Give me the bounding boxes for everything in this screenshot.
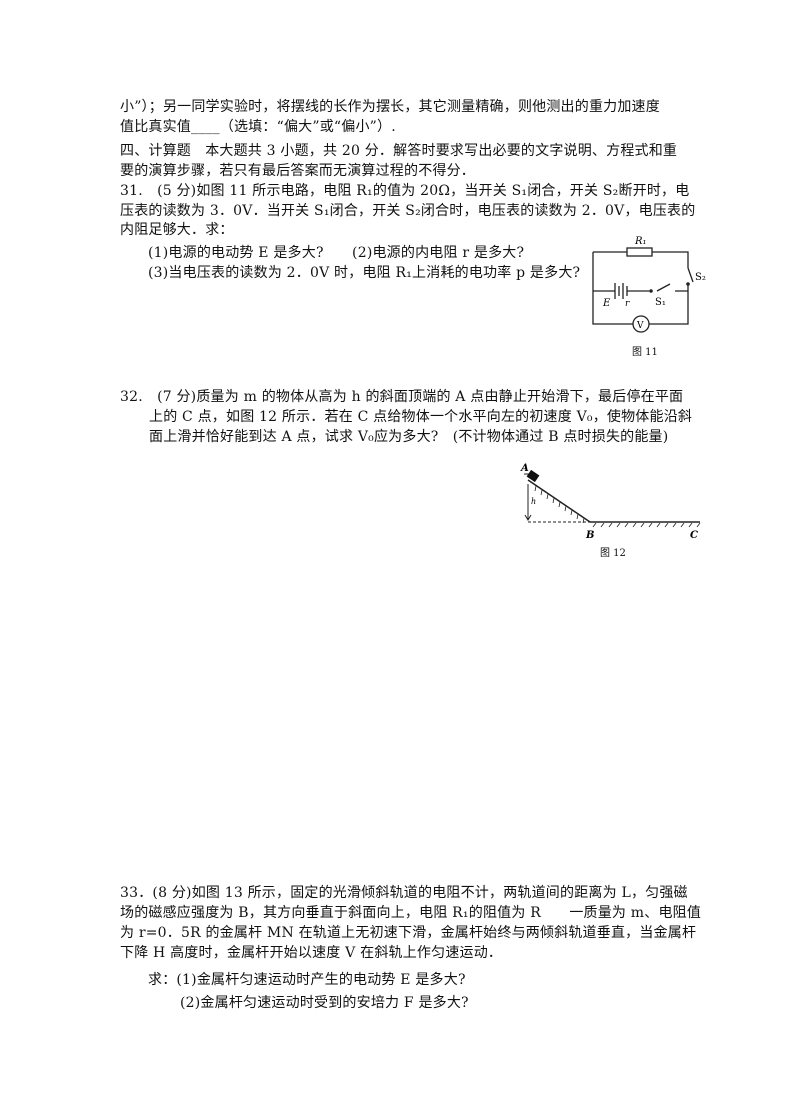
label-r1: R₁ xyxy=(634,236,647,247)
text-line: 为 r=0．5R 的金属杆 MN 在轨道上无初速下滑，金属杆始终与两倾斜轨道垂直… xyxy=(120,925,697,941)
text-line: 31. (5 分)如图 11 所示电路，电阻 R₁的值为 20Ω，当开关 S₁闭… xyxy=(120,183,690,199)
label-v: V xyxy=(636,321,644,331)
circuit-diagram: R₁ S₂ E r S₁ V xyxy=(592,236,706,333)
text-line: (3)当电压表的读数为 2．0V 时，电阻 R₁上消耗的电功率 p 是多大? xyxy=(148,265,581,281)
figure-caption: 图 11 xyxy=(632,347,658,358)
label-b: B xyxy=(585,530,594,541)
figure-caption: 图 12 xyxy=(600,548,626,559)
text-line: 场的磁感应强度为 B，其方向垂直于斜面向上，电阻 R₁的阻值为 R 一质量为 m… xyxy=(120,905,702,921)
text-line: (1)电源的电动势 E 是多大? (2)电源的内电阻 r 是多大? xyxy=(148,245,525,261)
text-line: 小”）；另一同学实验时，将摆线的长作为摆长，其它测量精确，则他测出的重力加速度 xyxy=(120,99,660,115)
text-line: 四、计算题 本大题共 3 小题，共 20 分．解答时要求写出必要的文字说明、方程… xyxy=(120,143,678,159)
text-line: 上的 C 点，如图 12 所示．若在 C 点给物体一个水平向左的初速度 V₀，使… xyxy=(149,409,693,425)
label-c: C xyxy=(690,530,698,541)
label-a: A xyxy=(520,463,529,474)
text-line: 求：(1)金属杆匀速运动时产生的电动势 E 是多大? xyxy=(148,972,466,988)
text-line: 内阻足够大．求： xyxy=(120,222,234,238)
label-s1: S₁ xyxy=(655,297,666,308)
text-line: 值比真实值____（选填：“偏大”或“偏小”）. xyxy=(120,119,396,135)
label-r: r xyxy=(625,299,630,309)
label-h: h xyxy=(531,497,536,506)
text-line: 压表的读数为 3．0V．当开关 S₁闭合，开关 S₂闭合时，电压表的读数为 2．… xyxy=(120,203,696,219)
incline-diagram: A h B C xyxy=(520,463,701,541)
label-s2: S₂ xyxy=(695,272,706,283)
label-e: E xyxy=(602,298,611,309)
text-line: 面上滑并恰好能到达 A 点，试求 V₀应为多大? (不计物体通过 B 点时损失的… xyxy=(149,429,669,445)
text-line: (2)金属杆匀速运动时受到的安培力 F 是多大? xyxy=(180,995,469,1011)
text-line: 要的演算步骤，若只有最后答案而无演算过程的不得分． xyxy=(120,163,475,179)
text-line: 33．(8 分)如图 13 所示，固定的光滑倾斜轨道的电阻不计，两轨道间的距离为… xyxy=(120,885,688,901)
text-line: 下降 H 高度时，金属杆开始以速度 V 在斜轨上作匀速运动． xyxy=(120,945,503,961)
text-line: 32. (7 分)质量为 m 的物体从高为 h 的斜面顶端的 A 点由静止开始滑… xyxy=(120,389,684,405)
